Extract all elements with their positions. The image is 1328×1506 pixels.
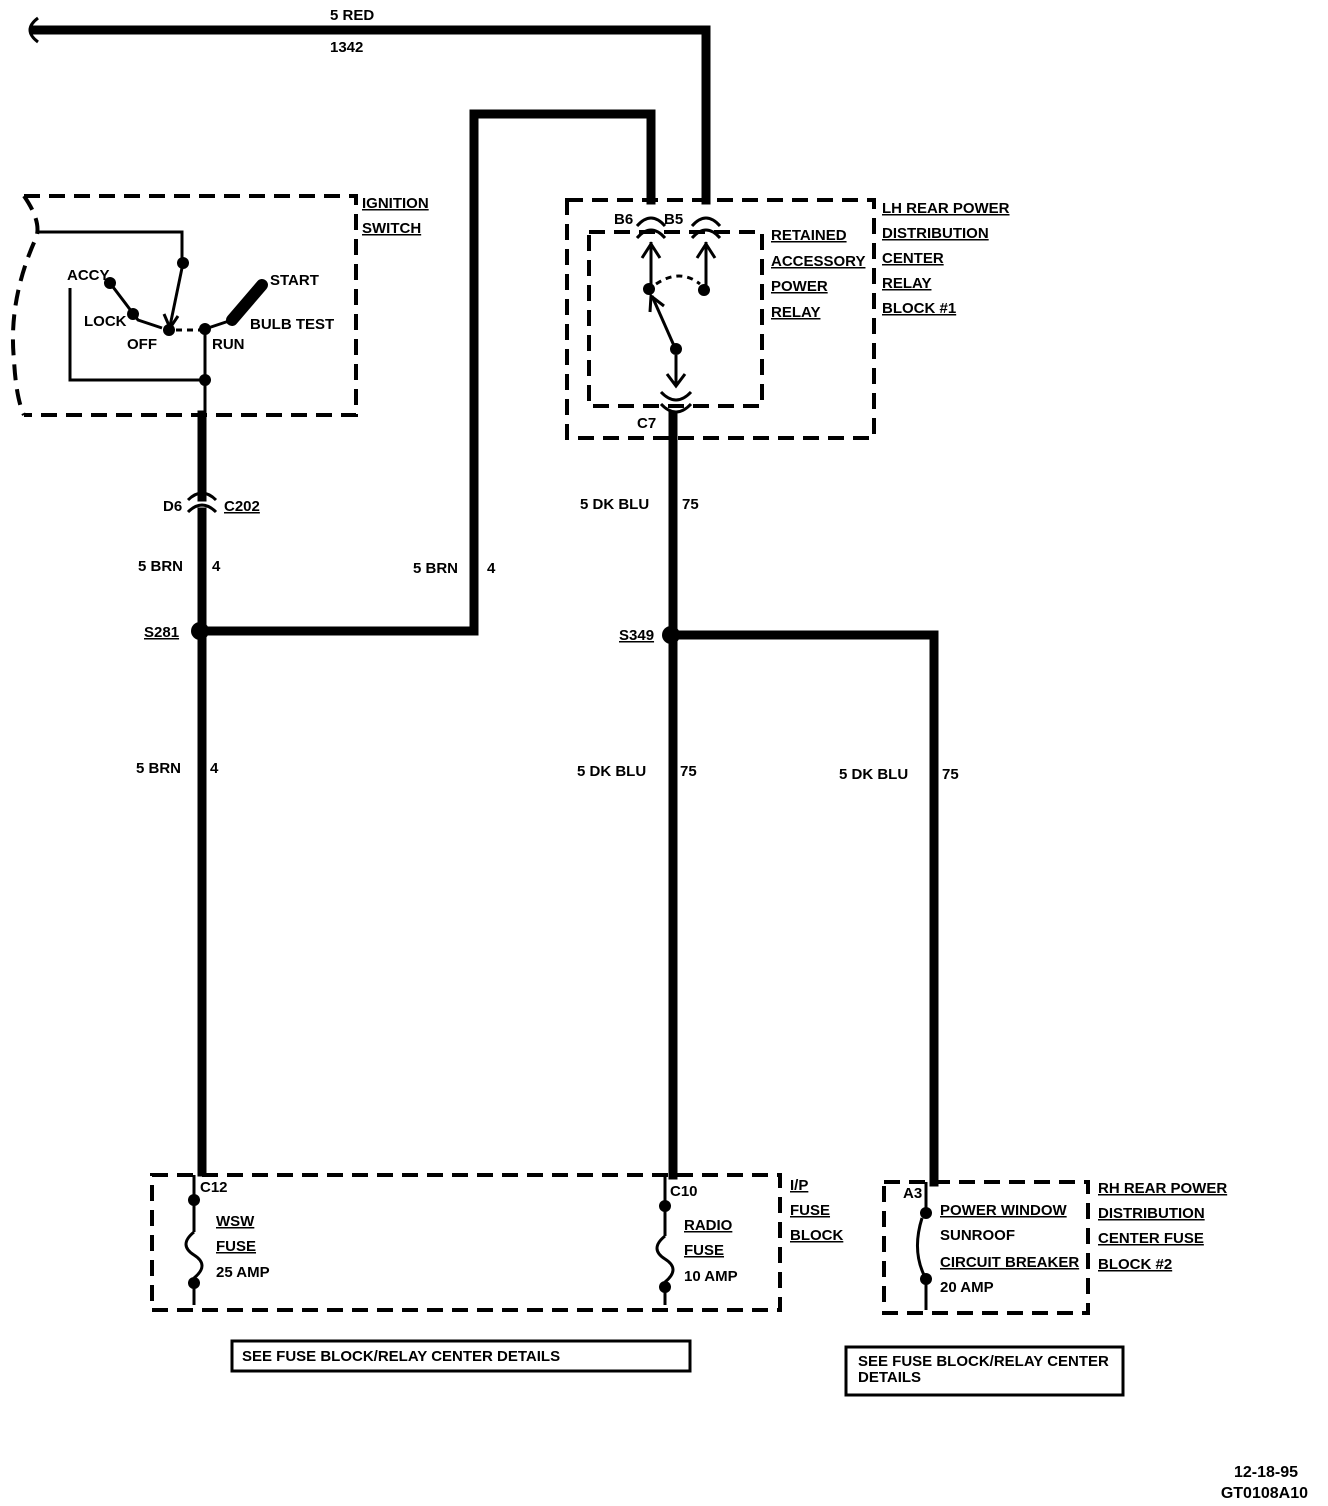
red-wire-1342: 5 RED 1342 <box>28 7 711 205</box>
s281-label: S281 <box>144 624 179 641</box>
c7-pin-label: C7 <box>637 415 656 432</box>
brn-upper-circuit-label: 4 <box>212 558 221 575</box>
relay-title-1: RETAINED <box>771 227 847 244</box>
rh-fuse-block-title-3: CENTER FUSE <box>1098 1230 1204 1247</box>
b5-pin-label: B5 <box>664 211 683 228</box>
wire-break-icon <box>28 16 39 44</box>
off-label: OFF <box>127 336 157 353</box>
radio-fuse-rating: 10 AMP <box>684 1268 738 1285</box>
c202-connector-icon <box>186 491 218 502</box>
s349-label: S349 <box>619 627 654 644</box>
relay-title-4: RELAY <box>771 304 820 321</box>
ignition-switch-title-1: IGNITION <box>362 195 429 212</box>
breaker-label-2: SUNROOF <box>940 1227 1015 1244</box>
relay-title-2: ACCESSORY <box>771 253 865 270</box>
ip-note-box <box>230 1339 692 1373</box>
brn-upper-color-label: 5 BRN <box>138 558 183 575</box>
ignition-switch-title-2: SWITCH <box>362 220 421 237</box>
ip-fuse-block-title-3: BLOCK <box>790 1227 843 1244</box>
rh-note-text-2: DETAILS <box>858 1369 921 1386</box>
wsw-connector-label: C12 <box>200 1179 228 1196</box>
b6-pin-label: B6 <box>614 211 633 228</box>
start-contact-bar <box>226 279 268 326</box>
c202-name-label: C202 <box>224 498 260 515</box>
wsw-fuse-label-1: WSW <box>216 1213 255 1230</box>
wsw-fuse: C12 WSW FUSE 25 AMP <box>184 1175 270 1305</box>
relay-block-title-2: DISTRIBUTION <box>882 225 989 242</box>
c7-arrow-icon <box>665 373 687 389</box>
dkblu-right-circuit-label: 75 <box>942 766 959 783</box>
b5-connector-icon <box>690 216 722 228</box>
bulb-test-label: BULB TEST <box>250 316 334 333</box>
lock-label: LOCK <box>84 313 127 330</box>
relay-title-3: POWER <box>771 278 828 295</box>
circuit-breaker-icon <box>916 1217 926 1276</box>
a3-connector-label: A3 <box>903 1185 922 1202</box>
rh-fuse-block-title-2: DISTRIBUTION <box>1098 1205 1205 1222</box>
brn-wire-left: D6 C202 5 BRN 4 S281 5 BRN 4 <box>136 410 260 1177</box>
relay-block-title-4: RELAY <box>882 275 931 292</box>
b5-arrow-icon <box>695 241 717 259</box>
accy-label: ACCY <box>67 267 110 284</box>
red-wire-circuit-label: 1342 <box>330 39 363 56</box>
radio-fuse-icon <box>655 1234 675 1284</box>
relay-arm-arrow-icon <box>648 293 665 313</box>
dkblu-lower-color-label: 5 DK BLU <box>577 763 646 780</box>
dkblu-right-color-label: 5 DK BLU <box>839 766 908 783</box>
wsw-fuse-label-2: FUSE <box>216 1238 256 1255</box>
ip-note-text: SEE FUSE BLOCK/RELAY CENTER DETAILS <box>242 1348 560 1365</box>
ip-fuse-block-boundary <box>150 1173 782 1312</box>
accy-contact <box>104 277 116 289</box>
run-label: RUN <box>212 336 245 353</box>
rh-fuse-block-title-4: BLOCK #2 <box>1098 1256 1172 1273</box>
ip-fuse-block-title-2: FUSE <box>790 1202 830 1219</box>
relay-boundary <box>587 230 764 408</box>
relay-block-boundary <box>565 198 876 440</box>
b6-arrow-icon <box>640 241 662 259</box>
brn-mid-color-label: 5 BRN <box>413 560 458 577</box>
circuit-breaker: A3 POWER WINDOW SUNROOF CIRCUIT BREAKER … <box>903 1182 1079 1310</box>
b6-connector-icon <box>635 216 667 228</box>
dkblu-upper-color-label: 5 DK BLU <box>580 496 649 513</box>
radio-fuse-label-2: FUSE <box>684 1242 724 1259</box>
rh-fuse-block-boundary <box>882 1180 1090 1315</box>
lh-relay-block: LH REAR POWER DISTRIBUTION CENTER RELAY … <box>565 198 1010 440</box>
radio-connector-label: C10 <box>670 1183 698 1200</box>
dkblu-wire-center: 5 DK BLU 75 S349 5 DK BLU 75 <box>577 411 699 1180</box>
footer-code: GT0108A10 <box>1221 1485 1308 1502</box>
red-wire-color-label: 5 RED <box>330 7 374 24</box>
brn-lower-color-label: 5 BRN <box>136 760 181 777</box>
radio-fuse: C10 RADIO FUSE 10 AMP <box>655 1175 738 1305</box>
c7-connector-icon <box>659 390 693 402</box>
wsw-fuse-rating: 25 AMP <box>216 1264 270 1281</box>
radio-fuse-label-1: RADIO <box>684 1217 733 1234</box>
brn-lower-circuit-label: 4 <box>210 760 219 777</box>
start-label: START <box>270 272 319 289</box>
relay-block-title-3: CENTER <box>882 250 944 267</box>
ip-fuse-block: I/P FUSE BLOCK C12 WSW FUSE 25 AMP C10 R… <box>150 1173 843 1373</box>
brn-mid-circuit-label: 4 <box>487 560 496 577</box>
ip-fuse-block-title-1: I/P <box>790 1177 808 1194</box>
brn-wire-middle: 5 BRN 4 <box>203 109 656 636</box>
dkblu-lower-circuit-label: 75 <box>680 763 697 780</box>
relay-block-title-5: BLOCK #1 <box>882 300 956 317</box>
wsw-fuse-icon <box>184 1230 204 1280</box>
dkblu-upper-circuit-label: 75 <box>682 496 699 513</box>
rh-note-box <box>844 1345 1125 1397</box>
breaker-rating: 20 AMP <box>940 1279 994 1296</box>
rh-note-text-1: SEE FUSE BLOCK/RELAY CENTER <box>858 1353 1109 1370</box>
breaker-label-3: CIRCUIT BREAKER <box>940 1254 1079 1271</box>
footer-date: 12-18-95 <box>1234 1464 1298 1481</box>
rh-fuse-block-title-1: RH REAR POWER <box>1098 1180 1227 1197</box>
breaker-label-1: POWER WINDOW <box>940 1202 1067 1219</box>
rh-fuse-block: RH REAR POWER DISTRIBUTION CENTER FUSE B… <box>844 1180 1227 1397</box>
dkblu-wire-right: 5 DK BLU 75 <box>674 630 959 1187</box>
c202-pin-label: D6 <box>163 498 182 515</box>
ignition-switch-boundary <box>24 194 358 417</box>
relay-block-title-1: LH REAR POWER <box>882 200 1010 217</box>
ignition-switch: IGNITION SWITCH ACCY LOCK OFF RUN START … <box>10 194 429 417</box>
lock-contact <box>127 308 139 320</box>
